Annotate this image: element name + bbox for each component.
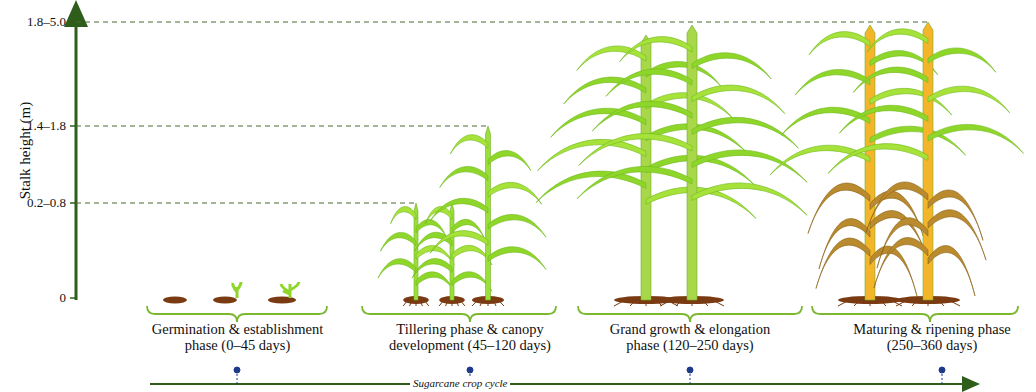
root [928,301,929,306]
root [472,301,477,306]
leaf [380,232,416,251]
root [896,301,906,306]
leaf [430,231,488,254]
phase-label: Grand growth & elongation phase (120–250… [600,321,780,353]
leaf [828,144,928,174]
root [939,301,944,306]
leaf [692,183,807,215]
root [499,301,504,306]
tick-label: 0.2–0.8 [2,195,66,210]
leaf [450,135,488,154]
dry-leaf [928,246,975,296]
leaf [564,77,646,104]
dry-leaf [816,238,870,288]
leaf [795,69,870,95]
leaf [412,259,452,279]
leaf [620,37,692,62]
root [714,301,724,306]
leaf [430,198,488,221]
leaf [839,105,928,133]
root [452,301,453,306]
y-axis [75,12,78,300]
leaf [928,124,1024,153]
leaf [692,117,799,148]
leaf [378,259,416,278]
leaf [928,48,996,72]
height-guides [76,22,930,203]
leaf [488,214,546,237]
leaf [579,134,692,166]
leaf [416,272,454,291]
root [416,301,417,306]
crop-cycle-arrow [150,383,972,385]
leaf [928,86,1010,113]
root [646,301,647,306]
root [456,301,458,306]
root [446,301,448,306]
shoot [281,282,299,298]
sugarcane-plants [163,22,1024,306]
leaf [592,101,692,131]
phase-label: Maturing & ripening phase (250–360 days) [842,321,1022,353]
leaf [692,53,771,79]
axis-title: Stalk height (m) [18,101,35,199]
root [660,301,670,306]
phase-markers [234,367,945,384]
tick-label: 1.8–5.0 [2,14,66,29]
tick-label: 0 [2,290,66,305]
root [912,301,917,306]
axis-ticks [70,22,76,298]
timeline-label: Sugarcane crop cycle [410,377,510,390]
root [881,301,886,306]
root [838,301,848,306]
leaf [781,107,870,135]
root [425,301,429,306]
root [950,301,960,306]
phase-label: Tillering phase & canopy development (45… [380,321,560,353]
root [494,301,496,306]
leaf [770,145,870,175]
root [410,301,412,306]
dry-leaf [870,246,917,296]
root [692,301,693,306]
leaf [867,29,928,52]
phase-label: Germination & establishment phase (0–45 … [150,321,325,353]
root [480,301,482,306]
root [420,301,422,306]
leaf [488,182,542,204]
root [630,301,635,306]
leaf [809,32,870,55]
root [703,301,708,306]
root [870,301,871,306]
root [676,301,681,306]
root [403,301,407,306]
root [461,301,465,306]
leaf [391,207,416,224]
root [488,301,489,306]
sett [163,297,187,304]
leaf [577,166,692,198]
root [439,301,443,306]
leaf [425,206,452,223]
root [614,301,624,306]
dry-leaf [874,238,928,288]
phase-braces [147,306,1018,322]
sett [268,297,296,304]
leaf [692,150,807,182]
leaf [551,108,646,137]
leaf [440,166,488,187]
leaf [853,67,928,93]
leaf [606,69,692,96]
shoot [233,282,241,298]
sett [213,297,237,304]
leaf [488,151,531,171]
tick-label: 1.4–1.8 [2,118,66,133]
leaf [488,247,546,270]
leaf [577,46,646,71]
root [854,301,859,306]
leaf [692,85,785,114]
